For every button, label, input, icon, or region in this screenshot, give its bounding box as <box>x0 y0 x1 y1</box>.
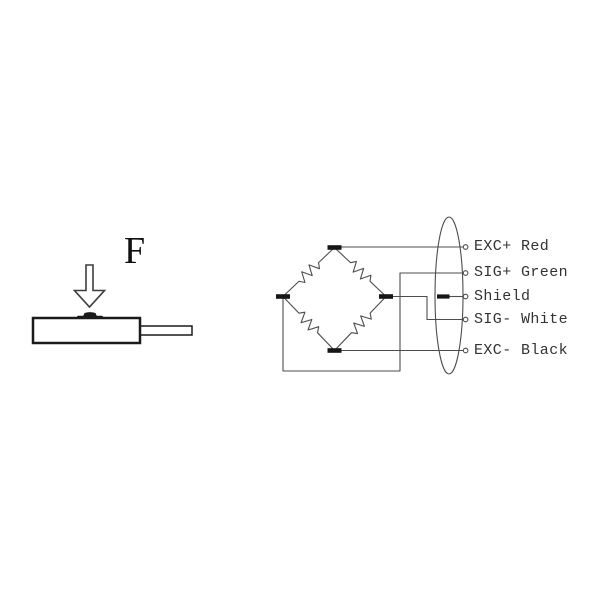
wire-label-sig-plus: SIG+ Green <box>474 264 569 281</box>
wire-label-exc-minus: EXC- Black <box>474 342 569 359</box>
load-cell-body <box>31 316 142 345</box>
force-label: F <box>124 230 146 272</box>
force-arrow-icon <box>72 264 107 309</box>
resistor-top-left <box>282 247 335 297</box>
load-cell-group <box>31 264 193 345</box>
resistor-right-bottom <box>334 296 387 351</box>
wire-label-shield: Shield <box>474 288 531 305</box>
bridge-node-right <box>379 294 393 299</box>
load-cell-cable <box>139 325 193 336</box>
wire-label-sig-minus: SIG- White <box>474 311 569 328</box>
load-cell-button-base <box>77 315 103 319</box>
wire-sig-minus <box>393 295 464 321</box>
bridge-nodes <box>276 245 450 353</box>
bridge-node-left <box>276 294 290 299</box>
terminal-exc-plus <box>462 244 469 250</box>
load-cell-button-dome <box>83 312 97 317</box>
bridge-node-top <box>327 245 342 250</box>
shield-conductor-bar <box>437 294 450 299</box>
bridge-node-bottom <box>327 348 342 353</box>
bridge-group <box>282 216 469 375</box>
terminal-shield <box>462 293 469 300</box>
wire-label-exc-plus: EXC+ Red <box>474 238 550 255</box>
terminal-sig-minus <box>462 316 469 323</box>
resistor-top-right <box>334 247 387 297</box>
resistor-left-bottom <box>282 296 335 351</box>
terminal-exc-minus <box>462 347 469 354</box>
terminal-sig-plus <box>462 270 469 276</box>
wire-sig-plus <box>282 272 464 372</box>
